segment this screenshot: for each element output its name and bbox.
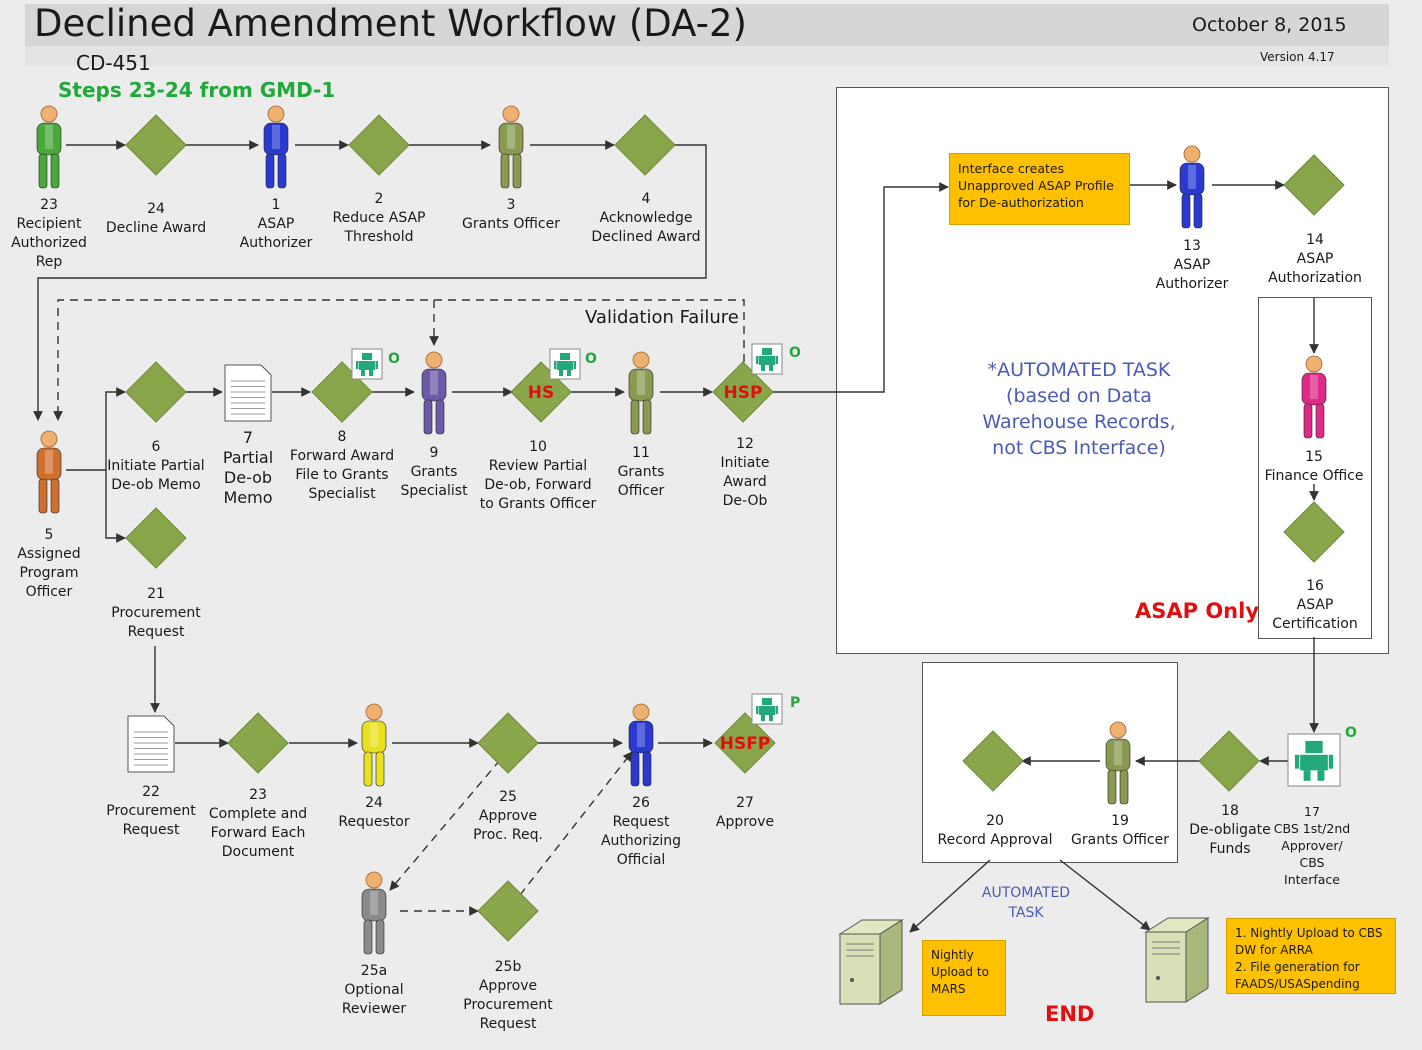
page-title: Declined Amendment Workflow (DA-2): [34, 2, 747, 45]
node-23b-label: 23 Complete and Forward Each Document: [208, 787, 308, 860]
role-letter-10: O: [585, 351, 597, 367]
validation-failure-label: Validation Failure: [585, 307, 739, 328]
mars-note: Nightly Upload to MARS: [922, 940, 1006, 1016]
automated-task-note: *AUTOMATED TASK (based on Data Warehouse…: [982, 359, 1176, 459]
person-icon-grants-officer-19: [1105, 721, 1131, 805]
node-9-label: 9 Grants Specialist: [400, 445, 468, 499]
node-4-label: 4 Acknowledge Declined Award: [591, 191, 701, 245]
node-10-label: 10 Review Partial De-ob, Forward to Gran…: [479, 439, 597, 512]
node-26-label: 26 Request Authorizing Official: [600, 795, 682, 868]
decision-diamond-27: [714, 712, 776, 774]
robot-icon-10: [549, 348, 581, 380]
person-icon-requestor: [361, 703, 387, 787]
person-icon-authorizing-official: [628, 703, 654, 787]
node-16-label: 16 ASAP Certification: [1272, 578, 1358, 632]
person-icon-asap-authorizer-13: [1179, 145, 1205, 229]
node-18-label: 18 De-obligate Funds: [1189, 803, 1271, 857]
person-icon-recipient: [36, 105, 62, 189]
person-icon-optional-reviewer: [361, 871, 387, 955]
robot-icon-8: [351, 348, 383, 380]
node-7-label: 7 Partial De-ob Memo: [222, 428, 274, 507]
node-25-label: 25 Approve Proc. Req.: [473, 789, 543, 843]
decision-diamond-18: [1198, 730, 1260, 792]
asap-only-label: ASAP Only: [1135, 599, 1260, 623]
person-icon-program-officer: [36, 430, 62, 514]
robot-icon-17: [1287, 733, 1341, 787]
document-id: CD-451: [76, 51, 151, 75]
end-label: END: [1045, 1002, 1095, 1026]
node-1-label: 1 ASAP Authorizer: [239, 197, 313, 251]
role-letter-17: O: [1345, 725, 1357, 741]
decision-diamond-21: [125, 507, 187, 569]
person-icon-asap-authorizer: [263, 105, 289, 189]
decision-diamond-2: [348, 114, 410, 176]
server-icon-cbs: [1144, 917, 1210, 1003]
decision-diamond-4: [614, 114, 676, 176]
robot-icon-12: [751, 343, 783, 375]
interface-note: Interface creates Unapproved ASAP Profil…: [949, 153, 1130, 225]
person-icon-grants-officer-11: [628, 351, 654, 435]
role-letter-27: P: [790, 695, 801, 711]
document-version: Version 4.17: [1260, 50, 1335, 64]
node-3-label: 3 Grants Officer: [462, 197, 560, 232]
node-14-label: 14 ASAP Authorization: [1268, 232, 1362, 286]
node-19-label: 19 Grants Officer: [1071, 813, 1169, 848]
node-25b-label: 25b Approve Procurement Request: [463, 959, 553, 1032]
decision-diamond-20: [962, 730, 1024, 792]
decision-diamond-24: [125, 114, 187, 176]
node-15-label: 15 Finance Office: [1264, 449, 1364, 484]
node-20-label: 20 Record Approval: [937, 813, 1053, 848]
decision-diamond-6: [125, 361, 187, 423]
document-date: October 8, 2015: [1192, 14, 1347, 36]
node-24b-label: 24 Requestor: [338, 795, 410, 830]
node-25a-label: 25a Optional Reviewer: [341, 963, 407, 1017]
finance-subregion-box: [1258, 297, 1372, 639]
hsp-marker: HSP: [723, 383, 763, 403]
decision-diamond-25b: [477, 880, 539, 942]
hsfp-marker: HSFP: [719, 734, 771, 754]
role-letter-8: O: [388, 351, 400, 367]
robot-icon-27: [751, 693, 783, 725]
person-icon-grants-officer: [498, 105, 524, 189]
person-icon-finance-office: [1301, 355, 1327, 439]
decision-diamond-23: [227, 712, 289, 774]
server-icon-mars: [838, 919, 904, 1005]
role-letter-12: O: [789, 345, 801, 361]
node-21-label: 21 Procurement Request: [111, 586, 201, 640]
node-24-label: 24 Decline Award: [105, 201, 207, 236]
decision-diamond-12: [712, 361, 774, 423]
node-27-label: 27 Approve: [715, 795, 775, 830]
node-12-label: 12 Initiate Award De-Ob: [720, 436, 770, 509]
node-11-label: 11 Grants Officer: [617, 445, 665, 499]
node-8-label: 8 Forward Award File to Grants Specialis…: [289, 429, 395, 502]
title-band: [25, 4, 1389, 46]
decision-diamond-16: [1283, 501, 1345, 563]
cbs-note: 1. Nightly Upload to CBS DW for ARRA 2. …: [1226, 918, 1396, 994]
hs-marker: HS: [527, 383, 555, 403]
steps-note: Steps 23-24 from GMD-1: [58, 78, 336, 102]
node-13-label: 13 ASAP Authorizer: [1155, 238, 1229, 292]
node-23-label: 23 Recipient Authorized Rep: [11, 197, 87, 270]
node-22-label: 22 Procurement Request: [106, 784, 196, 838]
node-6-label: 6 Initiate Partial De-ob Memo: [107, 439, 205, 493]
decision-diamond-14: [1283, 154, 1345, 216]
subtitle-band: [25, 46, 1389, 66]
node-2-label: 2 Reduce ASAP Threshold: [332, 191, 426, 245]
person-icon-grants-specialist: [421, 351, 447, 435]
automated-task-small: AUTOMATED TASK: [981, 885, 1071, 921]
document-icon-22: [127, 715, 175, 773]
document-icon-7: [224, 364, 272, 422]
decision-diamond-25: [477, 712, 539, 774]
node-17-label: 17 CBS 1st/2nd Approver/ CBS Interface: [1273, 804, 1351, 887]
node-5-label: 5 Assigned Program Officer: [17, 527, 81, 600]
